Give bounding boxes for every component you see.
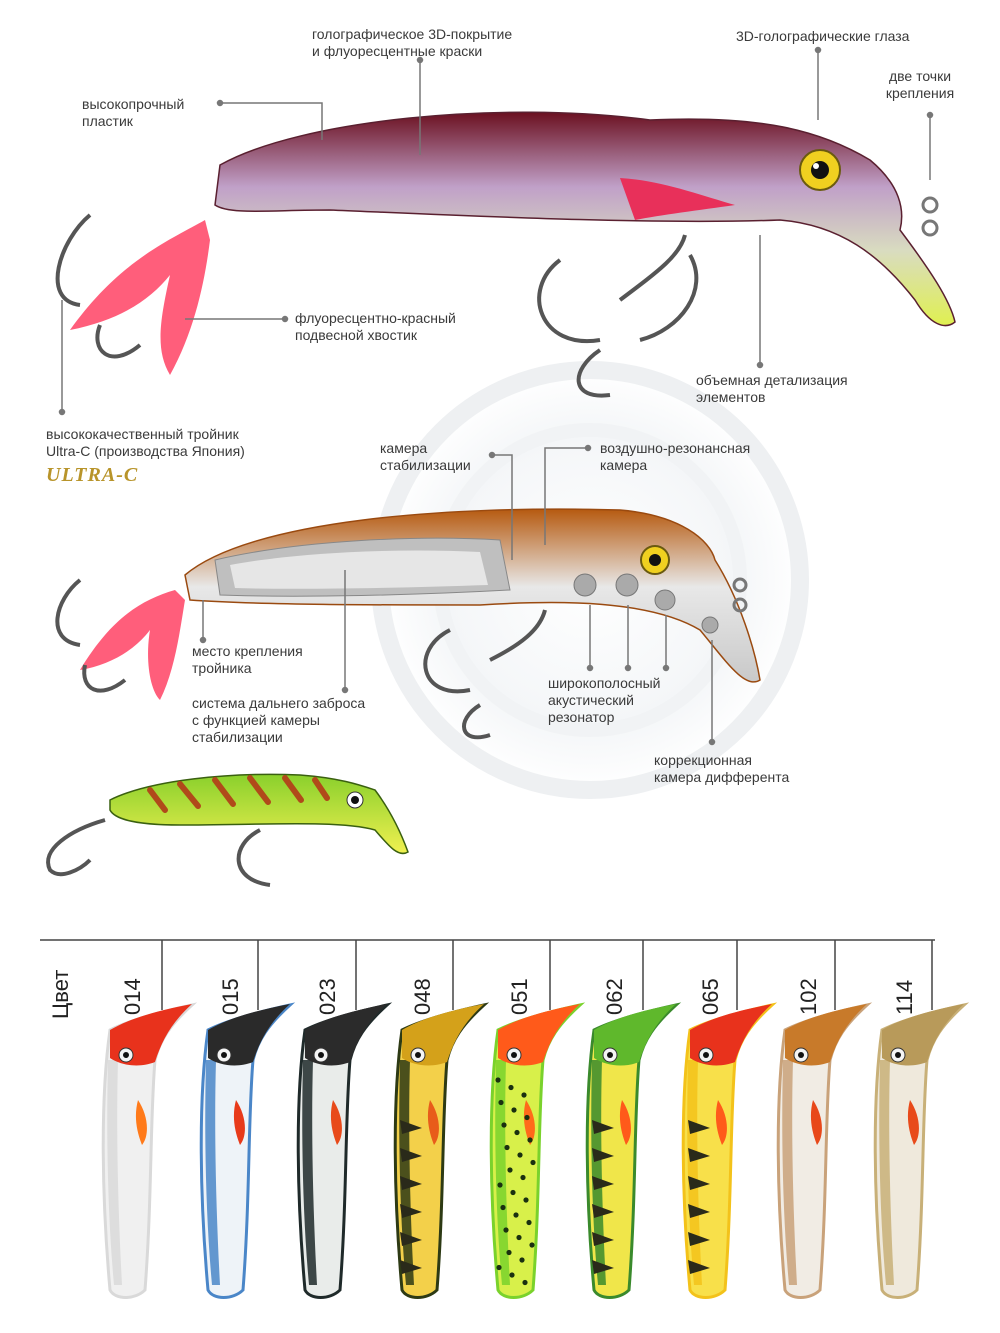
label-hook-mount: место крепления тройника: [192, 643, 303, 676]
color-code-text: 062: [602, 978, 627, 1015]
color-title-text: Цвет: [48, 969, 73, 1019]
color-title: Цвет: [46, 965, 78, 1025]
label-two-points: две точки крепления: [885, 68, 955, 101]
label-detail: объемная детализация элементов: [696, 372, 848, 405]
color-code-text: 048: [410, 978, 435, 1015]
lure-cutaway: [55, 508, 761, 740]
label-red-tail: флуоресцентно-красный подвесной хвостик: [295, 310, 456, 343]
swatch-lure-014: [101, 1002, 198, 1299]
label-holo-coating: голографическое 3D-покрытие и флуоресцен…: [312, 26, 513, 59]
label-resonator: широкополосный акустический резонатор: [548, 675, 661, 725]
color-code-text: 114: [892, 979, 917, 1015]
label-holo-eyes: 3D-голографические глаза: [736, 28, 910, 44]
color-swatch-row: [101, 1002, 970, 1299]
label-treble-hook: высококачественный тройник Ultra-C (прои…: [46, 426, 245, 459]
color-bracket: [40, 939, 935, 1010]
label-stab-chamber: камера стабилизации: [380, 440, 471, 473]
color-code-065: 065: [696, 965, 736, 1017]
color-code-051: 051: [505, 965, 545, 1017]
color-code-text: 015: [218, 978, 243, 1015]
color-code-015: 015: [216, 965, 256, 1017]
swatch-lure-062: [585, 1002, 682, 1299]
color-code-114: 114: [890, 965, 930, 1017]
swatch-lure-114: [873, 1002, 970, 1299]
ultra-c-logo: ULTRA-C: [46, 464, 139, 486]
color-code-text: 051: [507, 978, 532, 1015]
swatch-lure-048: [393, 1002, 490, 1299]
color-code-102: 102: [794, 965, 834, 1017]
color-code-014: 014: [118, 965, 158, 1017]
swatch-lure-065: [681, 1002, 778, 1299]
label-trim-chamber: коррекционная камера дифферента: [654, 752, 790, 785]
leader-lines: [58, 46, 934, 746]
color-code-text: 102: [796, 978, 821, 1015]
lure-small: [46, 773, 409, 887]
color-code-text: 023: [315, 978, 340, 1015]
color-code-023: 023: [313, 965, 353, 1017]
swatch-lure-051: [489, 1002, 586, 1299]
color-code-text: 014: [120, 978, 145, 1015]
lure-main: [55, 111, 956, 398]
swatch-lure-015: [199, 1002, 296, 1299]
label-strong-plastic: высокопрочный пластик: [82, 96, 185, 129]
color-code-062: 062: [600, 965, 640, 1017]
swatch-lure-102: [776, 1002, 873, 1299]
label-long-cast: система дальнего заброса с функцией каме…: [192, 695, 366, 745]
label-air-chamber: воздушно-резонансная камера: [600, 440, 751, 473]
swatch-lure-023: [296, 1002, 393, 1299]
color-code-text: 065: [698, 978, 723, 1015]
color-code-048: 048: [408, 965, 448, 1017]
